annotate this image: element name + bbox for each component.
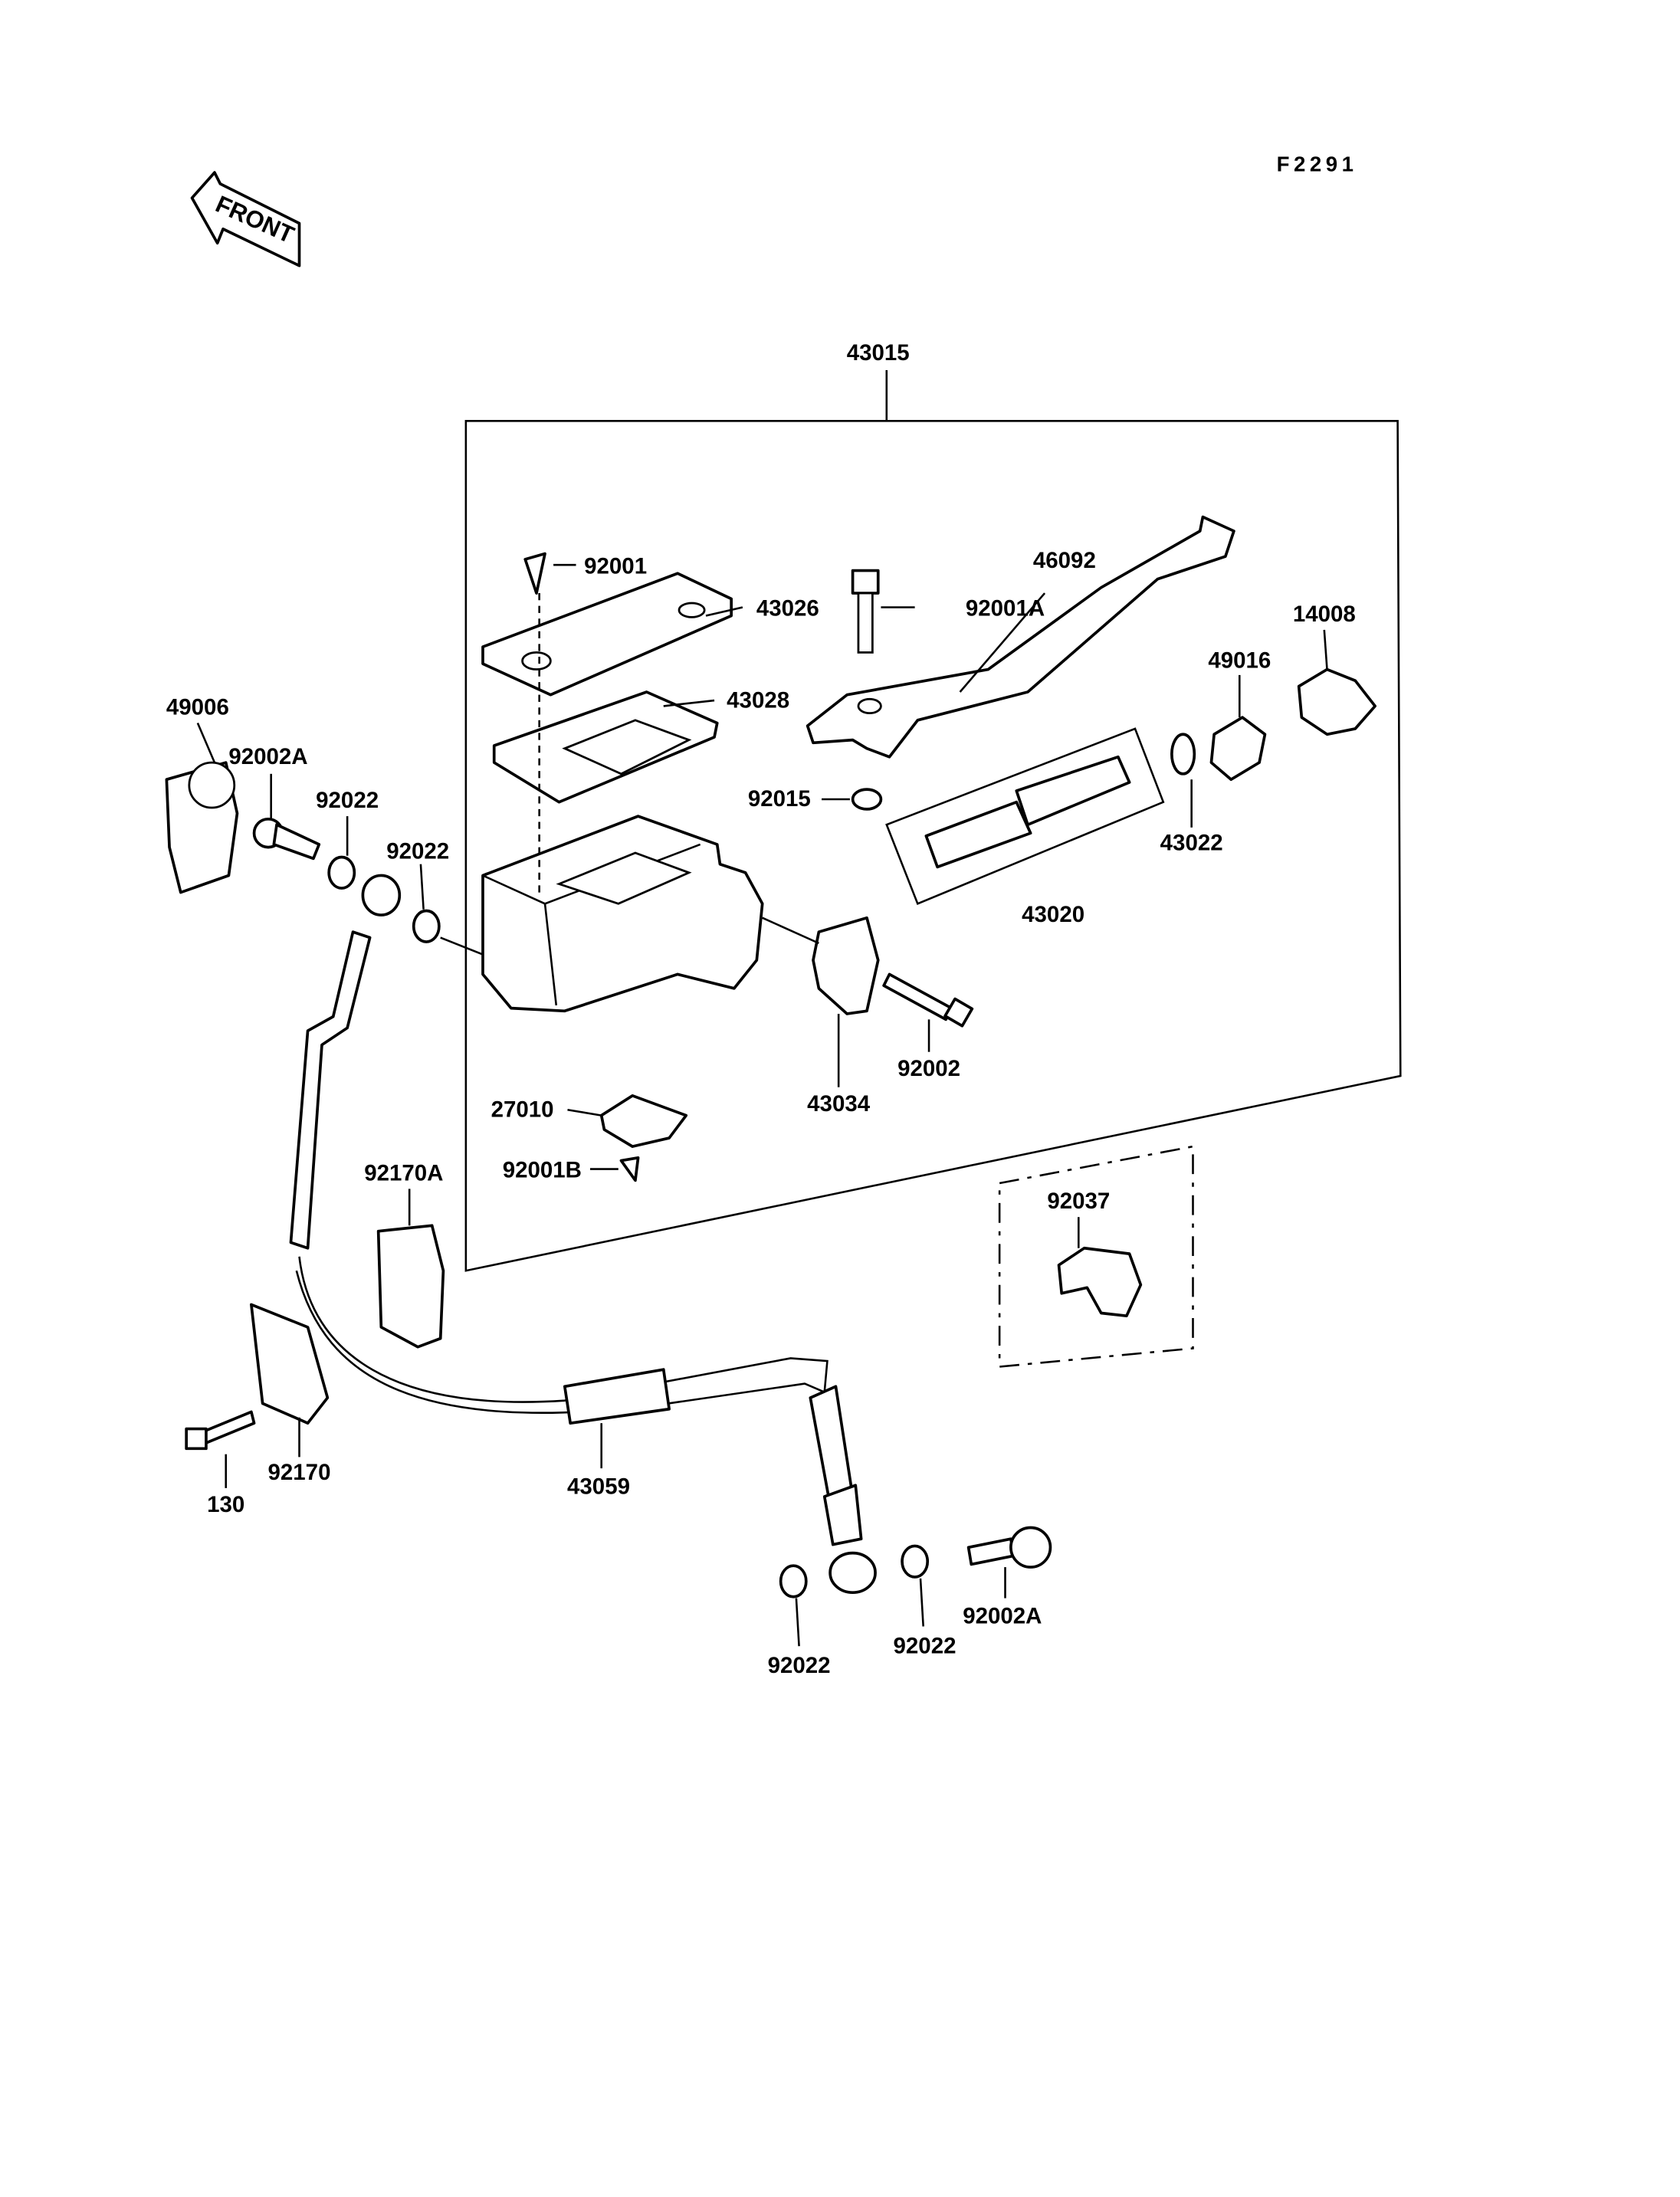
label-43034: 43034 [807,1091,871,1117]
optional-part-box [998,1145,1194,1368]
label-92037: 92037 [1047,1189,1110,1214]
figure-code: F2291 [1277,152,1358,175]
label-14008: 14008 [1293,602,1356,627]
piston-assembly [885,727,1165,905]
screw-92001B [619,1156,640,1182]
label-92022-a: 92022 [316,788,379,813]
label-92170A: 92170A [364,1160,443,1185]
master-cylinder-body [481,593,764,1013]
label-92001B: 92001B [503,1158,582,1183]
banjo-bolt-bottom [966,1526,1052,1569]
washer-92022-a [327,855,356,890]
label-49006: 49006 [166,694,229,720]
label-92002A-top: 92002A [228,744,307,769]
clamp-92170A [376,1224,445,1349]
label-49016: 49016 [1208,648,1271,674]
bolt-92001A [851,569,880,654]
switch-27010 [599,1094,688,1148]
boot-14008 [1297,667,1376,736]
label-92002A-bottom: 92002A [963,1604,1042,1629]
assembly-43015-box [464,370,1402,1272]
label-43015: 43015 [847,340,910,366]
label-92022-d: 92022 [894,1633,956,1658]
washer-92022-d [901,1544,930,1579]
label-92170: 92170 [268,1460,331,1485]
label-92022-b: 92022 [386,838,449,864]
washer-92022-c [779,1564,808,1599]
bolt-130 [185,1410,256,1451]
reservoir-cap [481,572,733,697]
seal-49016 [1209,716,1267,782]
banjo-bolt-top [252,817,321,861]
bolt-92002 [882,972,953,1021]
front-arrow-icon: FRONT [190,171,301,267]
screw-92001 [523,552,546,595]
label-27010: 27010 [491,1097,554,1122]
label-92022-c: 92022 [768,1653,831,1678]
label-43026: 43026 [756,596,819,621]
clamp-43034 [812,916,880,1015]
label-92015: 92015 [748,786,811,812]
label-43020: 43020 [1022,902,1084,927]
washer-92022-b [412,909,441,943]
brake-lever [806,515,1235,759]
label-43022: 43022 [1160,830,1223,855]
label-43059: 43059 [567,1474,630,1499]
label-43028: 43028 [727,687,789,713]
label-46092: 46092 [1033,548,1096,573]
label-130: 130 [207,1492,244,1517]
nut-92015 [851,788,883,811]
reservoir-49006 [165,761,239,894]
label-92001A: 92001A [966,596,1045,621]
banjo-fitting-top [361,874,402,917]
clamp-92170 [250,1303,330,1425]
label-92002: 92002 [897,1056,960,1081]
bracket-92037 [1057,1246,1143,1318]
brake-hose-43059 [289,930,877,1595]
diaphragm [492,690,719,804]
label-92001: 92001 [584,553,647,579]
washer-43022 [1170,733,1196,776]
